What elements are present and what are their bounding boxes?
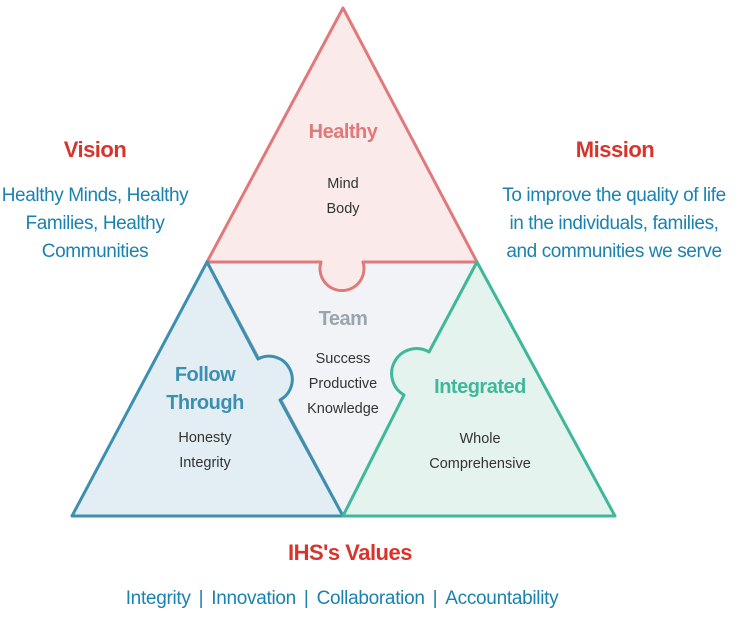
value-item: Integrity (125, 588, 191, 609)
vision-line: Families, Healthy (25, 213, 165, 234)
value-item: Innovation (211, 588, 296, 609)
vision-line: Healthy Minds, Healthy (1, 185, 189, 206)
left-triangle-line: Honesty (178, 430, 232, 446)
left-triangle (70, 260, 345, 518)
value-separator: | (303, 588, 309, 609)
center-triangle-title: Team (319, 308, 368, 330)
top-triangle (205, 6, 479, 293)
center-triangle-line: Productive (309, 376, 378, 392)
top-triangle-line: Mind (327, 176, 358, 192)
top-triangle-line: Body (326, 201, 360, 217)
vision-title: Vision (63, 137, 127, 162)
center-triangle-line: Success (316, 351, 371, 367)
left-triangle-title: Follow (175, 364, 236, 386)
vision-text: Healthy Minds, Healthy Families, Healthy… (0, 182, 190, 266)
mission-line: and communities we serve (506, 241, 722, 262)
mission-line: To improve the quality of life (502, 185, 726, 206)
values-list: Integrity | Innovation | Collaboration | Accou… (0, 588, 684, 610)
value-separator: | (198, 588, 204, 609)
right-triangle (341, 260, 617, 518)
right-triangle-line: Whole (459, 431, 500, 447)
center-triangle-line: Knowledge (307, 401, 379, 417)
right-triangle-line: Comprehensive (429, 456, 531, 472)
value-item: Collaboration (316, 588, 425, 609)
values-title: IHS's Values (288, 540, 412, 565)
top-triangle-title: Healthy (309, 121, 379, 143)
vision-line: Communities (41, 241, 149, 262)
left-triangle-title: Through (166, 392, 244, 414)
mission-line: in the individuals, families, (509, 213, 719, 234)
mission-title: Mission (575, 137, 655, 162)
value-item: Accountability (445, 588, 559, 609)
left-triangle-line: Integrity (179, 455, 231, 471)
right-triangle-title: Integrated (434, 376, 526, 398)
mission-text: To improve the quality of life in the in… (494, 182, 734, 266)
value-separator: | (432, 588, 438, 609)
